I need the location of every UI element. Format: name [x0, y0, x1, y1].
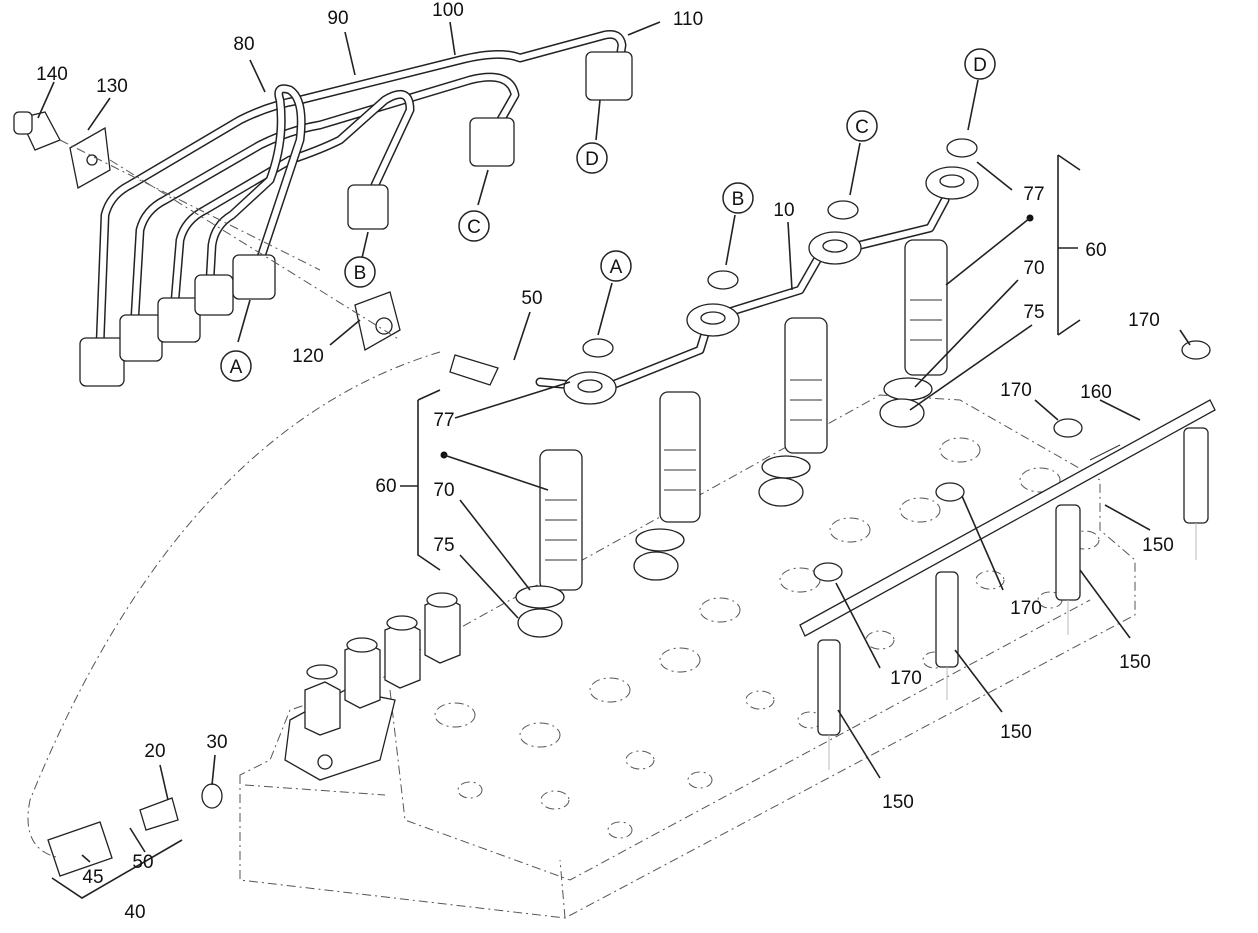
- callout-50: 50: [521, 288, 542, 309]
- connector-circle: [576, 142, 608, 174]
- callout-77: 77: [433, 410, 454, 431]
- connector-letter: C: [855, 117, 869, 138]
- connector-b: B: [344, 256, 376, 288]
- connector-c: C: [846, 110, 878, 142]
- callout-170: 170: [890, 668, 922, 689]
- callout-110: 110: [673, 9, 703, 30]
- connector-circle: [964, 48, 996, 80]
- callout-75: 75: [1023, 302, 1044, 323]
- connector-letter: D: [585, 149, 599, 170]
- injector-2: [633, 391, 701, 581]
- callout-75: 75: [433, 535, 454, 556]
- connector-letter: B: [732, 189, 745, 210]
- connector-letter: C: [467, 217, 481, 238]
- connector-a: A: [220, 350, 252, 382]
- callout-150: 150: [1119, 652, 1151, 673]
- connector-b: B: [722, 182, 754, 214]
- injector-4: [879, 239, 948, 428]
- callout-50: 50: [132, 852, 153, 873]
- callout-30: 30: [206, 732, 227, 753]
- callout-77: 77: [1023, 184, 1044, 205]
- connector-circle: [458, 210, 490, 242]
- callout-140: 140: [36, 64, 68, 85]
- lead-nuts: [813, 340, 1211, 582]
- callout-20: 20: [144, 741, 165, 762]
- callout-40: 40: [124, 902, 145, 923]
- connector-d: D: [576, 142, 608, 174]
- callout-70: 70: [1023, 258, 1044, 279]
- callout-170: 170: [1128, 310, 1160, 331]
- cylinder-head: [239, 394, 1136, 919]
- callout-10: 10: [773, 200, 794, 221]
- injectors: [515, 239, 948, 638]
- callout-130: 130: [96, 76, 128, 97]
- connector-circle: [722, 182, 754, 214]
- top-washers: [582, 138, 978, 358]
- connector-c: C: [458, 210, 490, 242]
- callout-170: 170: [1010, 598, 1042, 619]
- callout-100: 100: [432, 0, 464, 21]
- callout-120: 120: [292, 346, 324, 367]
- connector-labels: A A B B C C D D: [220, 48, 996, 382]
- connector-circle: [846, 110, 878, 142]
- callout-160: 160: [1080, 382, 1112, 403]
- connector-letter: B: [354, 263, 367, 284]
- callout-80: 80: [233, 34, 254, 55]
- head-bolt-bosses: [434, 437, 1100, 839]
- glow-plugs: [817, 427, 1209, 770]
- injection-pipe-10: [535, 138, 979, 405]
- connector-a: A: [600, 250, 632, 282]
- callout-90: 90: [327, 8, 348, 29]
- callout-150: 150: [882, 792, 914, 813]
- leak-off-parts: [27, 351, 499, 877]
- injector-1: [515, 449, 583, 638]
- glow-plug-system: [799, 340, 1216, 770]
- connector-circle: [344, 256, 376, 288]
- callout-150: 150: [1142, 535, 1174, 556]
- injector-3: [758, 317, 828, 507]
- pipe-nuts-injector-side: [347, 51, 633, 230]
- pipe-nuts-pump-side: [79, 254, 276, 387]
- leader-lines: [37, 21, 1191, 863]
- connector-letter: D: [973, 55, 987, 76]
- connector-d: D: [964, 48, 996, 80]
- connector-letter: A: [230, 357, 243, 378]
- injection-pump-outlets: [284, 592, 461, 781]
- connector-circle: [600, 250, 632, 282]
- callout-60: 60: [1085, 240, 1106, 261]
- callout-60: 60: [375, 476, 396, 497]
- pipe-clamp: [13, 111, 401, 352]
- callout-45: 45: [82, 867, 103, 888]
- callout-150: 150: [1000, 722, 1032, 743]
- connector-circle: [220, 350, 252, 382]
- group-brackets: [51, 154, 1081, 899]
- connector-arrows: [237, 79, 979, 343]
- injection-pipes: [79, 30, 633, 387]
- callout-labels: 80 90 100 110 140 130 120 50 10 77 77 60 60 70 70 75 75 1…: [36, 0, 1174, 923]
- connector-letter: A: [610, 257, 623, 278]
- callout-70: 70: [433, 480, 454, 501]
- callout-170: 170: [1000, 380, 1032, 401]
